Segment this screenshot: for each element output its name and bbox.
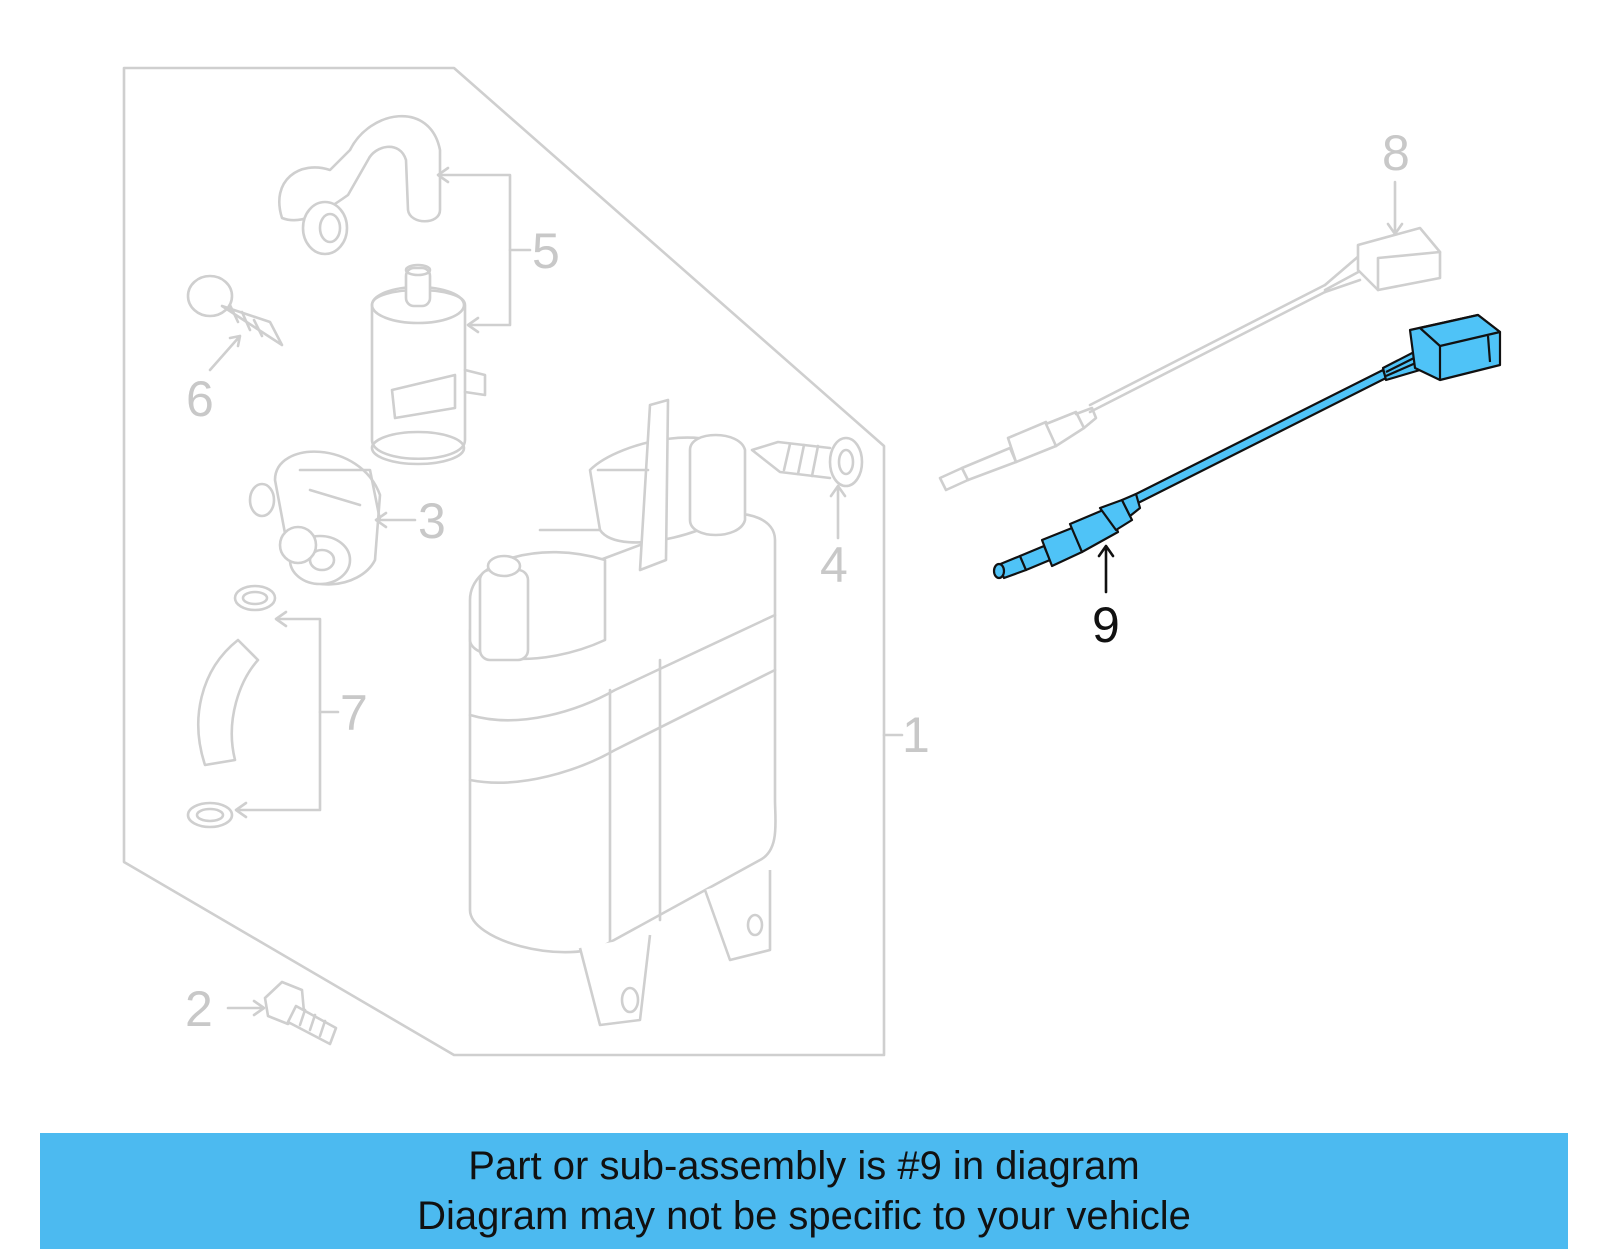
- callout-8: 8: [1382, 125, 1410, 181]
- hose-clamps-part-7: [186, 584, 277, 829]
- callout-6: 6: [186, 371, 214, 427]
- callout-5: 5: [532, 223, 560, 279]
- callout-4: 4: [820, 537, 848, 593]
- banner-line-1: Part or sub-assembly is #9 in diagram: [468, 1144, 1140, 1188]
- callout-8-leader: [1386, 180, 1404, 236]
- hose-part: [278, 114, 442, 256]
- callout-1: 1: [902, 707, 930, 763]
- callout-6-leader: [208, 334, 242, 372]
- callout-7: 7: [340, 685, 368, 741]
- callout-2-leader: [226, 999, 266, 1017]
- bolt-part-2: [263, 980, 338, 1046]
- filter-part: [370, 263, 487, 466]
- callout-3: 3: [418, 493, 446, 549]
- valve-part: [248, 450, 382, 586]
- callout-7-leader: [234, 610, 340, 819]
- parts-diagram: 5 6 3 7 2: [122, 66, 1502, 1057]
- sensor-part-8: [938, 226, 1442, 492]
- callout-9: 9: [1092, 597, 1120, 653]
- callout-4-leader: [829, 484, 847, 540]
- info-banner: Part or sub-assembly is #9 in diagram Di…: [40, 1133, 1568, 1249]
- callout-3-leader: [374, 511, 417, 529]
- assembly-group-outline: [122, 66, 886, 1057]
- callout-2: 2: [185, 981, 213, 1037]
- callout-9-leader: [1097, 544, 1115, 594]
- bolt-part-6: [186, 274, 284, 347]
- callout-5-leader: [436, 166, 532, 334]
- sensor-part-9-highlighted: [992, 313, 1502, 580]
- bolt-part-4: [750, 436, 864, 488]
- banner-line-2: Diagram may not be specific to your vehi…: [417, 1194, 1191, 1238]
- canister-part: [468, 398, 777, 1027]
